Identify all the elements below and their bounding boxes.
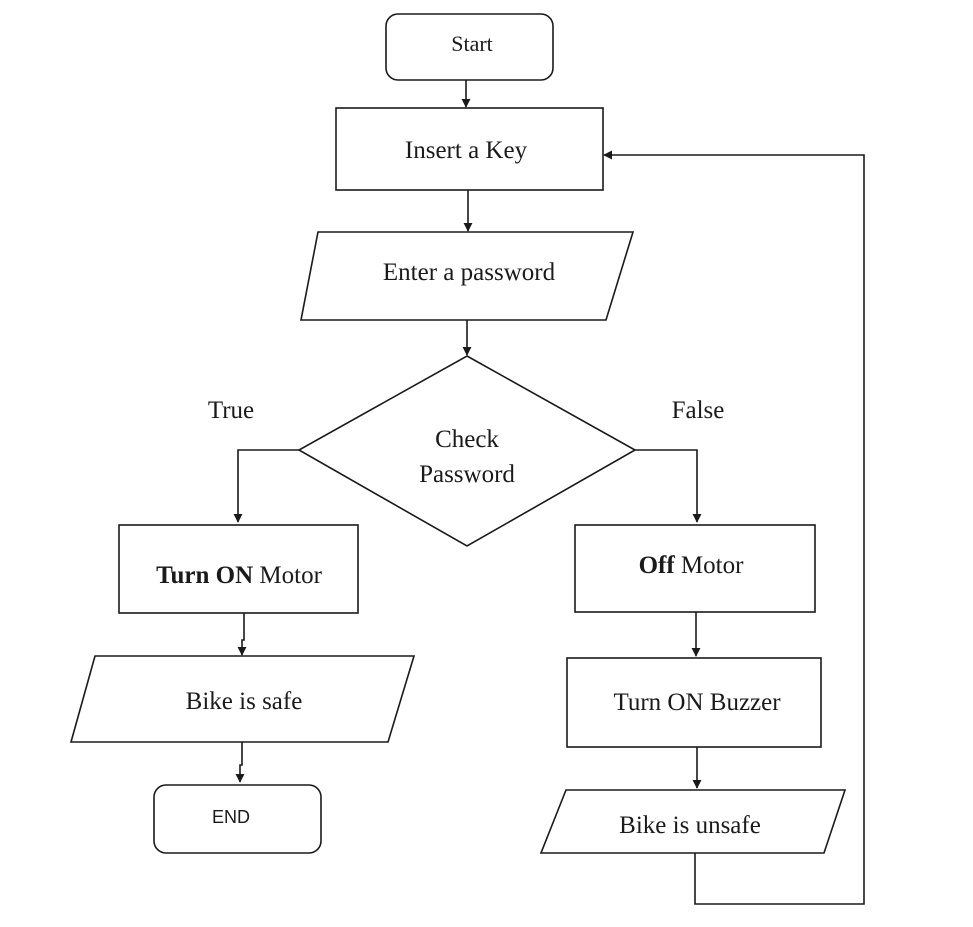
bike-unsafe-label: Bike is unsafe bbox=[619, 812, 761, 839]
false-branch-label: False bbox=[672, 397, 725, 424]
connector-false-branch bbox=[635, 449, 702, 523]
connector-motor-to-safe bbox=[237, 613, 247, 656]
off-motor-bold: Off bbox=[639, 552, 676, 579]
insert-key-label: Insert a Key bbox=[405, 137, 528, 164]
start-label: Start bbox=[451, 31, 493, 56]
turn-on-motor-bold: Turn ON bbox=[156, 562, 253, 589]
bike-unsafe-io bbox=[539, 789, 847, 854]
enter-password-label: Enter a password bbox=[383, 259, 556, 286]
insert-key-process bbox=[335, 107, 604, 191]
turn-on-motor-label: Turn ON Motor bbox=[156, 562, 322, 589]
off-motor-rest: Motor bbox=[675, 552, 744, 579]
turn-on-buzzer-label: Turn ON Buzzer bbox=[613, 689, 781, 716]
connector-true-branch bbox=[233, 449, 299, 523]
turn-on-motor-process bbox=[118, 524, 359, 614]
off-motor-label: Off Motor bbox=[639, 552, 745, 579]
bike-safe-label: Bike is safe bbox=[186, 688, 303, 715]
true-branch-label: True bbox=[208, 397, 254, 424]
check-password-line1: Check bbox=[435, 426, 499, 453]
turn-on-buzzer-process bbox=[566, 657, 822, 748]
enter-password-io bbox=[300, 231, 635, 321]
connector-safe-to-end bbox=[235, 742, 245, 783]
end-label: END bbox=[212, 807, 250, 827]
check-password-line2: Password bbox=[419, 461, 515, 488]
off-motor-process bbox=[574, 524, 816, 613]
bike-safe-io bbox=[69, 655, 416, 743]
check-password-decision bbox=[297, 355, 637, 547]
connector-loop-back bbox=[603, 150, 865, 905]
end-terminal bbox=[153, 784, 322, 854]
turn-on-motor-rest: Motor bbox=[253, 562, 322, 589]
start-terminal bbox=[385, 13, 554, 81]
